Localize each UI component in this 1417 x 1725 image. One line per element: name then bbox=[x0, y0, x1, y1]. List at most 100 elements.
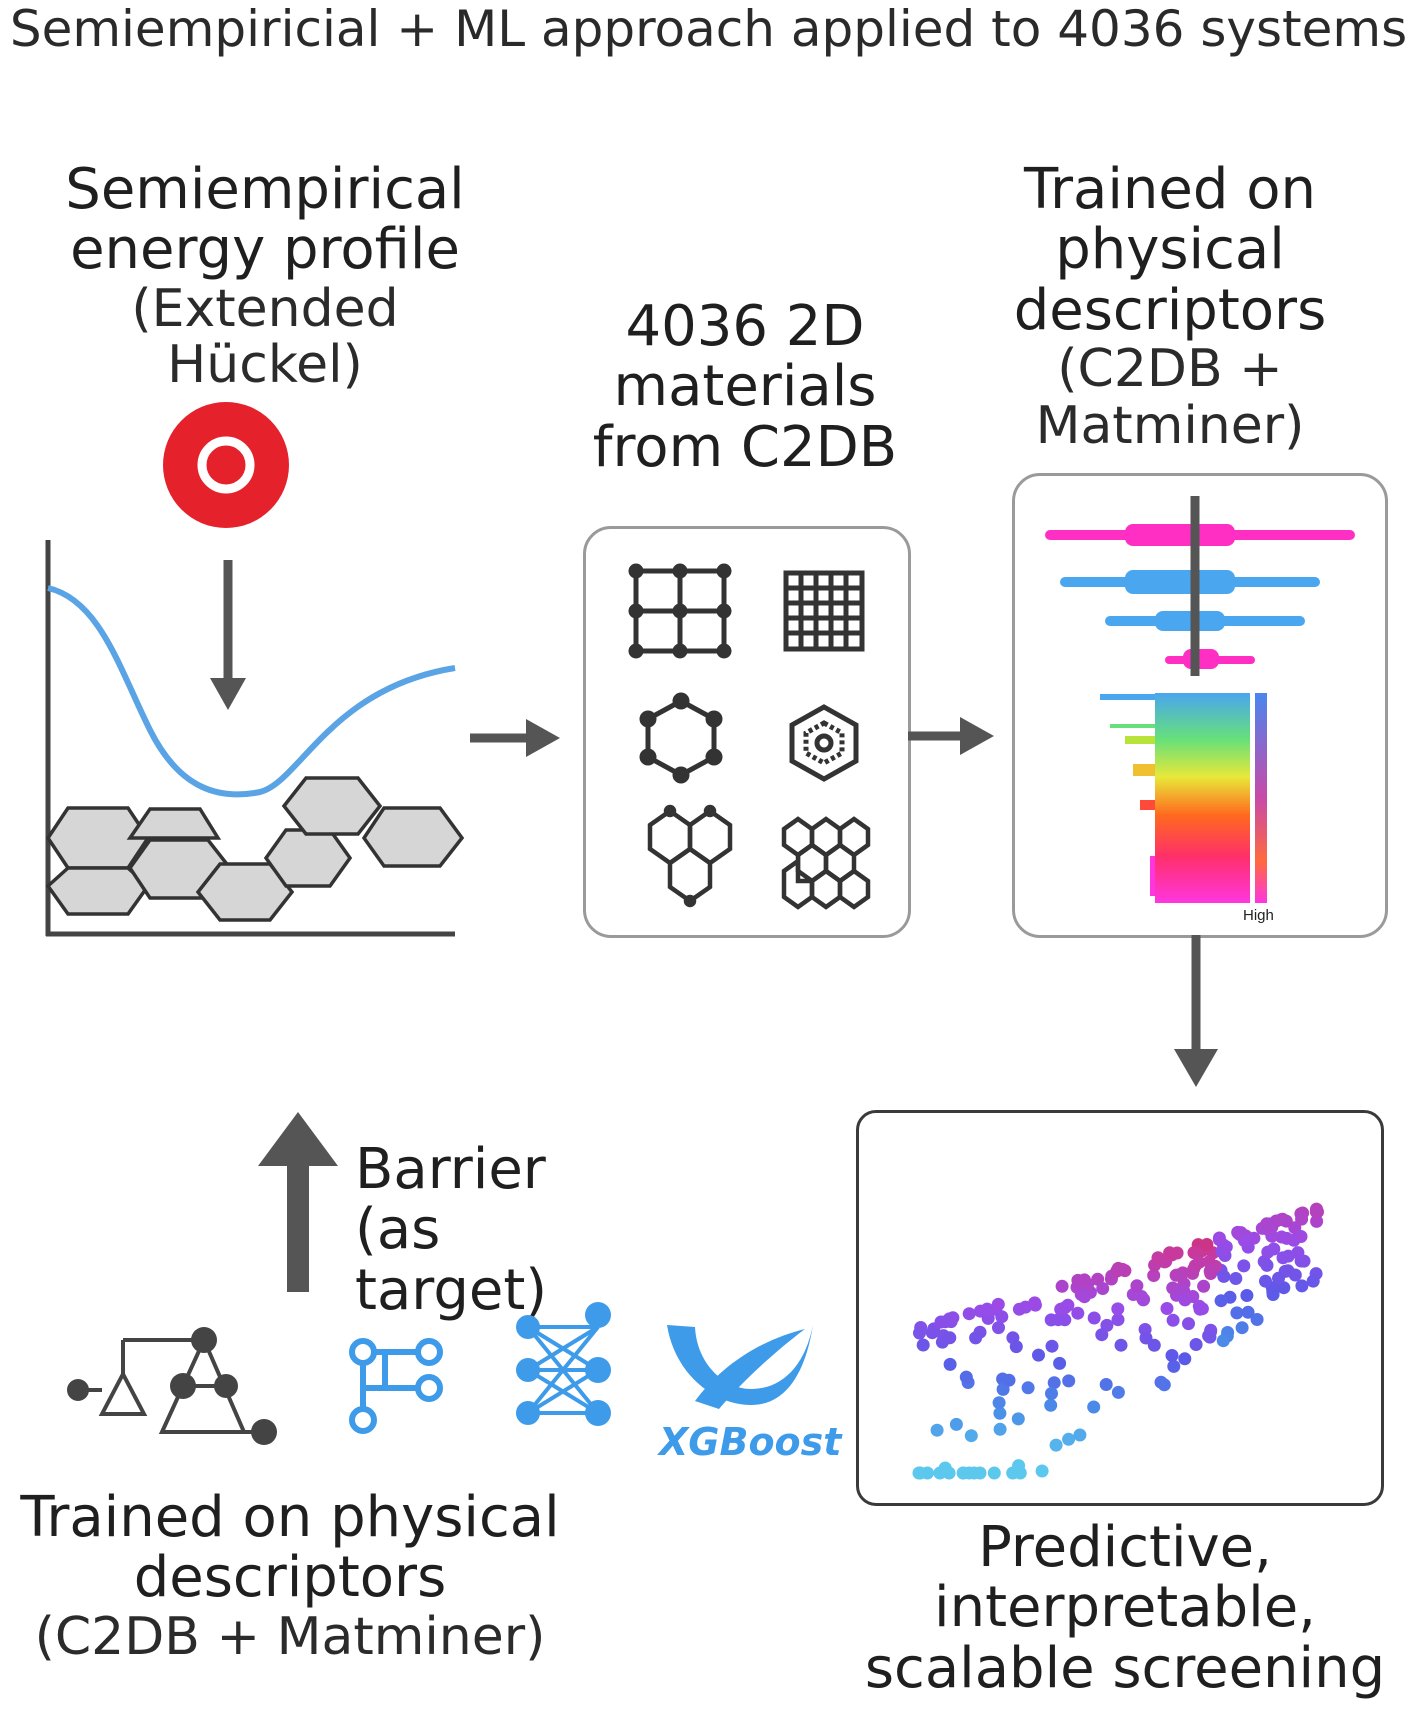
scatter-point bbox=[1062, 1432, 1076, 1446]
step2-caption: 4036 2D materials from C2DB bbox=[560, 296, 930, 480]
scatter-point bbox=[992, 1321, 1005, 1335]
scatter-point bbox=[1165, 1349, 1179, 1362]
energy-curve bbox=[47, 585, 456, 798]
colorbar bbox=[1255, 693, 1267, 903]
step6-caption: Predictive, interpretable, scalable scre… bbox=[860, 1517, 1390, 1699]
scatter-point bbox=[1259, 1274, 1272, 1288]
scatter-point bbox=[1160, 1302, 1174, 1315]
scatter-point bbox=[1203, 1264, 1217, 1278]
scatter-point bbox=[1111, 1313, 1125, 1327]
square-lattice-icon bbox=[628, 563, 732, 659]
scatter-point bbox=[1250, 1313, 1264, 1326]
scatter-point bbox=[1178, 1293, 1192, 1307]
scatter-point bbox=[1178, 1352, 1192, 1366]
scatter-point bbox=[1021, 1381, 1035, 1395]
scatter-point bbox=[1044, 1398, 1058, 1412]
scatter-point bbox=[1035, 1464, 1049, 1478]
scatter-point bbox=[962, 1307, 976, 1321]
scatter-point bbox=[1166, 1313, 1180, 1327]
scatter-point bbox=[938, 1461, 952, 1475]
scatter-point bbox=[1163, 1246, 1177, 1260]
scatter-point bbox=[1151, 1251, 1165, 1265]
scatter-point bbox=[1012, 1302, 1026, 1316]
step4-line1: Barrier bbox=[355, 1137, 546, 1202]
scatter-point bbox=[964, 1429, 978, 1443]
scatter-point bbox=[1214, 1294, 1228, 1308]
scatter-point bbox=[1260, 1217, 1274, 1231]
scatter-point bbox=[1049, 1438, 1063, 1452]
scatter-point bbox=[913, 1466, 927, 1480]
scatter-point bbox=[1087, 1400, 1101, 1414]
scatter-point bbox=[1130, 1279, 1144, 1293]
scatter-point bbox=[1087, 1311, 1101, 1325]
scatter-point bbox=[1230, 1306, 1244, 1320]
xgboost-logo: XGBoost bbox=[657, 1325, 843, 1464]
scatter-point bbox=[1100, 1318, 1114, 1332]
scatter-point bbox=[1288, 1268, 1302, 1282]
shap-violin-row-3 bbox=[1105, 611, 1305, 631]
neural-network-icon bbox=[516, 1302, 611, 1426]
scatter-point bbox=[969, 1331, 983, 1345]
scatter-point bbox=[1047, 1376, 1061, 1390]
scatter-point bbox=[1114, 1338, 1128, 1352]
scatter-point bbox=[1272, 1271, 1285, 1285]
scatter-point bbox=[1147, 1269, 1161, 1282]
right-arrow-icon bbox=[470, 719, 560, 757]
scatter-point bbox=[1054, 1302, 1068, 1316]
scatter-point bbox=[939, 1315, 952, 1329]
triple-hexagon-icon bbox=[647, 804, 733, 908]
scatter-point bbox=[1053, 1356, 1067, 1370]
scatter-point bbox=[1189, 1338, 1203, 1351]
scatter-point bbox=[973, 1466, 987, 1480]
scatter-point bbox=[1077, 1290, 1091, 1304]
scatter-point bbox=[1295, 1279, 1309, 1293]
shap-violin-row-1 bbox=[1045, 524, 1355, 546]
xgboost-logo-text: XGBoost bbox=[657, 1420, 843, 1464]
scatter-point bbox=[995, 1310, 1009, 1324]
scatter-point bbox=[1013, 1466, 1027, 1480]
graph-network-icon bbox=[349, 1338, 443, 1434]
scatter-point bbox=[1169, 1268, 1183, 1282]
step3-caption: Trained on physical descriptors (C2DB + … bbox=[940, 159, 1400, 456]
scatter-point bbox=[1216, 1334, 1230, 1348]
scatter-point bbox=[1274, 1213, 1288, 1227]
step3-line4: (C2DB + Matminer) bbox=[1035, 339, 1305, 456]
scatter-point bbox=[1028, 1298, 1042, 1312]
fine-grid-lattice-icon bbox=[783, 570, 865, 652]
scatter-point bbox=[993, 1406, 1007, 1420]
scatter-point bbox=[1280, 1231, 1294, 1245]
materials-icons bbox=[628, 563, 871, 910]
scatter-point bbox=[1187, 1246, 1201, 1260]
scatter-point bbox=[1110, 1264, 1124, 1278]
step5-line3: (C2DB + Matminer) bbox=[34, 1606, 546, 1667]
scatter-point bbox=[1197, 1279, 1211, 1293]
step1-line2: energy profile bbox=[70, 217, 460, 283]
scatter-point bbox=[1009, 1340, 1023, 1354]
scatter-point bbox=[1261, 1245, 1275, 1259]
feature-heatmap bbox=[1100, 693, 1250, 903]
scatter-point bbox=[1099, 1378, 1113, 1391]
step2-line3: from C2DB bbox=[592, 414, 898, 480]
colorbar-label: High bbox=[1243, 907, 1274, 924]
scatter-point bbox=[1203, 1330, 1217, 1344]
scatter-point bbox=[943, 1357, 957, 1371]
scatter-point bbox=[1295, 1212, 1309, 1226]
hexagon-strip-icon bbox=[45, 776, 465, 922]
scatter-point bbox=[916, 1338, 930, 1352]
scatter-point bbox=[1111, 1385, 1125, 1399]
scatter-point bbox=[1055, 1279, 1069, 1293]
scatter-point bbox=[1071, 1273, 1085, 1287]
step4-caption: Barrier (as target) bbox=[355, 1137, 615, 1321]
scatter-point bbox=[1309, 1205, 1323, 1219]
step3-line2: physical bbox=[1055, 217, 1285, 283]
hexagon-ring-icon bbox=[639, 692, 723, 784]
step1-caption: Semiempirical energy profile (Extended H… bbox=[30, 159, 500, 393]
up-arrow-icon bbox=[258, 1112, 338, 1292]
down-arrow-icon bbox=[210, 560, 246, 710]
scatter-point bbox=[993, 1422, 1007, 1436]
energy-profile-graphic bbox=[45, 402, 465, 937]
step3-line3: descriptors bbox=[1013, 277, 1327, 343]
scatter-point bbox=[1051, 1313, 1065, 1327]
scatter-point bbox=[1200, 1238, 1214, 1251]
scatter-point bbox=[1002, 1373, 1016, 1387]
